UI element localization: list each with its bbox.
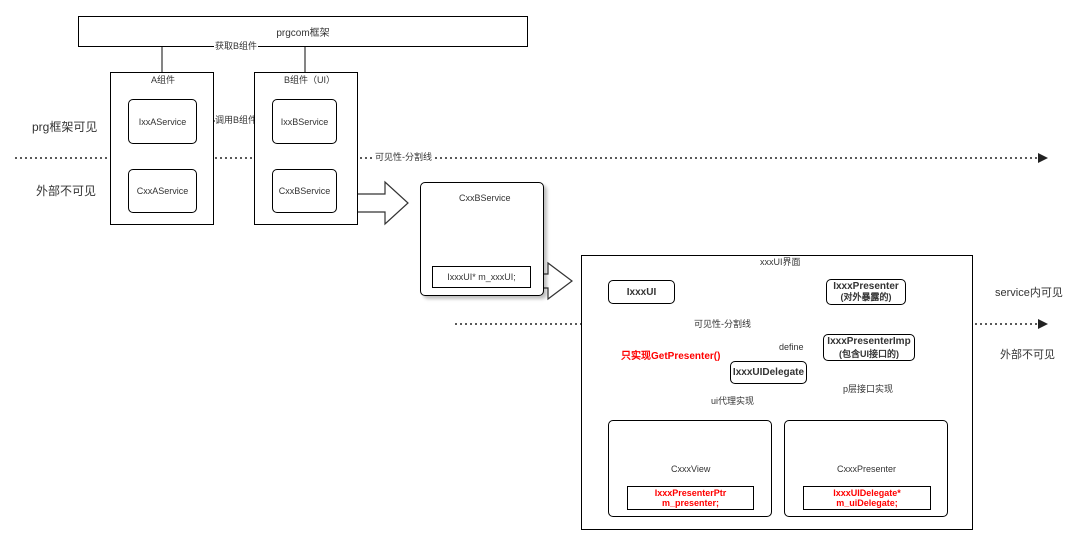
member-m-xxxui-box: IxxxUI* m_xxxUI;	[432, 266, 531, 288]
label-divider-1: 可见性-分割线	[374, 152, 433, 162]
m-presenter-line1: IxxxPresenterPtr	[654, 488, 727, 498]
member-m-xxxui-label: IxxxUI* m_xxxUI;	[447, 272, 516, 282]
label-ui-delegate-impl: ui代理实现	[710, 396, 756, 406]
ixxxpresenterimp-label: IxxxPresenterImp	[827, 335, 911, 347]
label-only-get-presenter: 只实现GetPresenter()	[620, 351, 722, 362]
m-uidelegate-line1: IxxxUIDelegate*	[833, 488, 901, 498]
ixxxpresenter-box: IxxxPresenter (对外暴露的)	[826, 279, 906, 305]
m-uidelegate-member-box: IxxxUIDelegate* m_uiDelegate;	[803, 486, 931, 510]
cxxbservice-detail-title: CxxBService	[459, 193, 511, 203]
label-call-b-component: 调用B组件	[215, 115, 258, 125]
cxxaservice-label: CxxAService	[136, 186, 189, 196]
cxxxview-title: CxxxView	[671, 464, 711, 474]
component-a-title: A组件	[151, 75, 176, 85]
ixxxui-label: IxxxUI	[626, 286, 657, 298]
divider-2-arrowhead	[1038, 319, 1048, 329]
label-external-hidden-left: 外部不可见	[36, 184, 97, 198]
ixxaservice-label: IxxAService	[138, 116, 187, 127]
m-presenter-line2: m_presenter;	[661, 498, 720, 508]
cxxxpresenter-title: CxxxPresenter	[837, 464, 897, 474]
label-prg-visible: prg框架可见	[32, 120, 98, 134]
label-define: define	[778, 342, 805, 352]
label-service-visible: service内可见	[995, 287, 1063, 299]
ixxxpresenter-sublabel: (对外暴露的)	[840, 292, 892, 302]
cxxaservice-box: CxxAService	[128, 169, 197, 213]
m-uidelegate-line2: m_uiDelegate;	[836, 498, 898, 508]
label-divider-2: 可见性-分割线	[693, 319, 752, 329]
ixxxuidelegate-box: IxxxUIDelegate	[730, 361, 807, 384]
label-get-b-component: 获取B组件	[214, 41, 259, 51]
ixxxui-box: IxxxUI	[608, 280, 675, 304]
cxxbservice-box: CxxBService	[272, 169, 337, 213]
framework-title: prgcom框架	[276, 28, 330, 39]
ixxxpresenterimp-sublabel: (包含UI接口的)	[839, 348, 899, 359]
label-external-hidden-right: 外部不可见	[1000, 349, 1055, 361]
component-b-title: B组件（UI）	[284, 75, 336, 85]
ixxxpresenter-label: IxxxPresenter	[833, 281, 899, 292]
ixxbservice-label: IxxBService	[280, 116, 329, 127]
xxxui-panel-title: xxxUI界面	[760, 257, 801, 267]
cxxbservice-label: CxxBService	[278, 186, 331, 196]
ixxbservice-box: IxxBService	[272, 99, 337, 144]
divider-1-arrowhead	[1038, 153, 1048, 163]
ixxxuidelegate-label: IxxxUIDelegate	[732, 367, 805, 378]
ixxaservice-box: IxxAService	[128, 99, 197, 144]
framework-box: prgcom框架	[78, 16, 528, 47]
label-p-layer-impl: p层接口实现	[842, 384, 895, 394]
m-presenter-member-box: IxxxPresenterPtr m_presenter;	[627, 486, 754, 510]
ixxxpresenterimp-box: IxxxPresenterImp (包含UI接口的)	[823, 334, 915, 361]
